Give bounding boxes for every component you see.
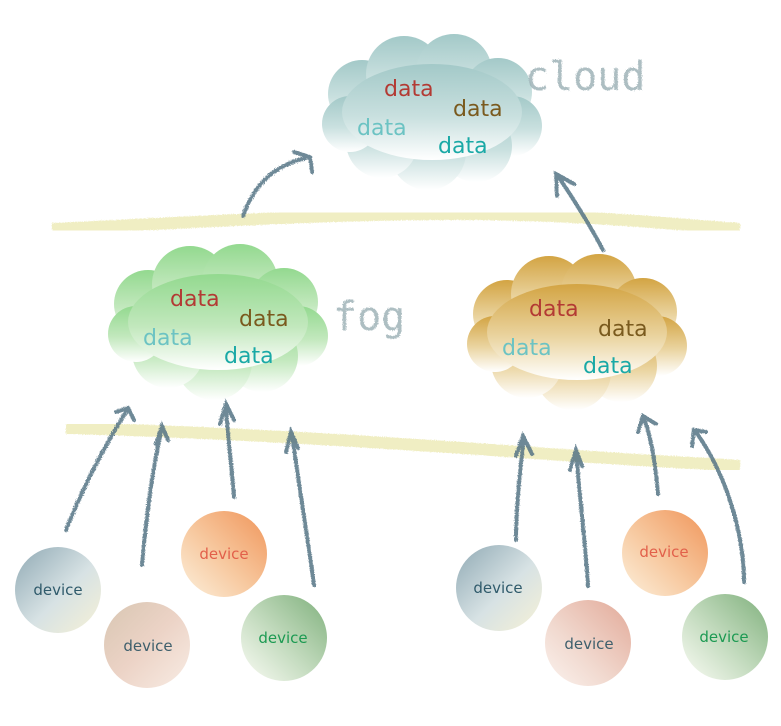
arrow-device-to-fog-right-3 (636, 412, 660, 496)
device-label: device (473, 579, 522, 597)
arrow-device-to-fog-right-4 (690, 427, 746, 584)
arrow-device-to-fog-left-4 (284, 425, 316, 587)
cloud-data-word-3: data (357, 116, 407, 141)
device-label: device (258, 629, 307, 647)
cloud-fog-boundary-line (51, 207, 741, 235)
cloud-data-word-1: data (384, 77, 434, 102)
cloud-layer-label: cloud (525, 54, 645, 100)
fog-node-right: data data data data (467, 254, 687, 410)
device-node-left-3: device (181, 511, 267, 597)
fog-left-data-word-2: data (239, 307, 289, 332)
cloud-data-word-4: data (438, 134, 488, 159)
device-node-right-1: device (456, 545, 542, 631)
device-node-right-4: device (682, 594, 768, 680)
device-label: device (699, 628, 748, 646)
fog-left-data-word-4: data (224, 344, 274, 369)
arrow-device-to-fog-right-2 (568, 443, 590, 588)
device-label: device (199, 545, 248, 563)
device-label: device (33, 581, 82, 599)
device-label: device (639, 543, 688, 561)
fog-right-data-word-2: data (598, 317, 648, 342)
fog-right-data-word-3: data (502, 336, 552, 361)
arrow-fog-right-to-cloud (553, 170, 605, 252)
fog-node-left: data data data data (108, 244, 328, 400)
cloud-node: data data data data (322, 34, 542, 190)
fog-left-data-word-1: data (170, 287, 220, 312)
device-node-right-3: device (622, 510, 708, 596)
arrow-device-to-fog-right-1 (514, 430, 534, 542)
fog-right-data-word-1: data (529, 297, 579, 322)
fog-device-boundary-line (65, 422, 741, 472)
arrow-device-to-fog-left-1 (64, 405, 136, 532)
device-node-right-2: device (545, 600, 631, 686)
fog-right-data-word-4: data (583, 354, 633, 379)
device-label: device (123, 637, 172, 655)
arrow-device-to-fog-left-3 (218, 398, 236, 499)
cloud-data-word-2: data (453, 97, 503, 122)
arrow-fog-left-to-cloud (241, 150, 314, 218)
arrow-device-to-fog-left-2 (140, 420, 170, 567)
device-label: device (564, 635, 613, 653)
device-node-left-4: device (241, 595, 327, 681)
fog-left-data-word-3: data (143, 326, 193, 351)
device-node-left-1: device (15, 547, 101, 633)
device-node-left-2: device (104, 602, 190, 688)
fog-layer-label: fog (333, 294, 405, 340)
